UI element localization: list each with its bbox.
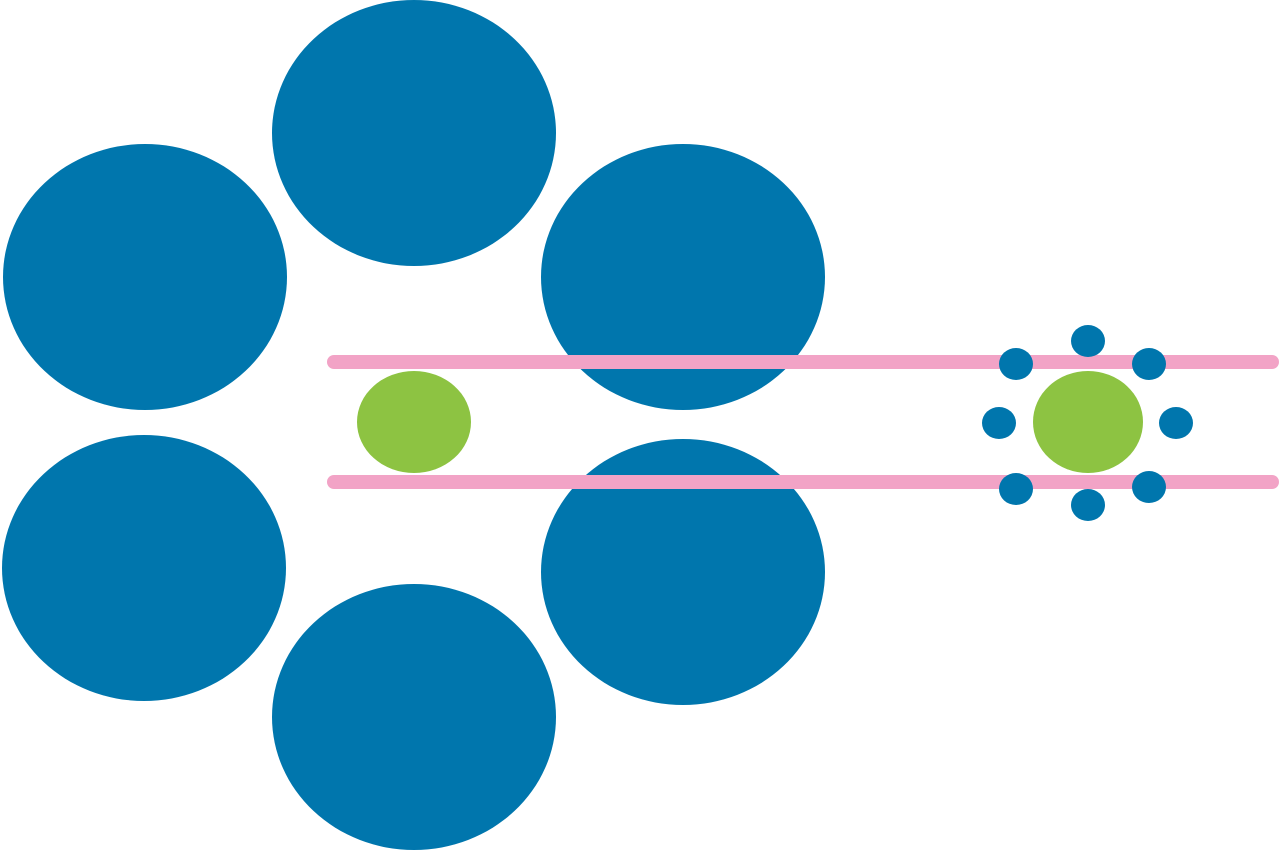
small-circle-top-left — [999, 348, 1033, 380]
large-circle-top — [272, 0, 556, 266]
large-circle-lower-right — [541, 439, 825, 705]
center-circle-left — [357, 371, 471, 473]
small-circle-top — [1071, 325, 1105, 357]
small-circle-top-right — [1132, 348, 1166, 380]
large-circle-upper-right — [541, 144, 825, 410]
small-surround-group — [982, 325, 1193, 521]
large-surround-group — [2, 0, 825, 850]
large-circle-upper-left — [3, 144, 287, 410]
large-circle-lower-left — [2, 435, 286, 701]
small-circle-right — [1159, 407, 1193, 439]
small-circle-left — [982, 407, 1016, 439]
guide-lines — [327, 355, 1279, 489]
small-circle-bottom — [1071, 489, 1105, 521]
small-circle-bottom-left — [999, 473, 1033, 505]
center-circle-right — [1033, 371, 1143, 473]
large-circle-bottom — [272, 584, 556, 850]
small-circle-bottom-right — [1132, 471, 1166, 503]
